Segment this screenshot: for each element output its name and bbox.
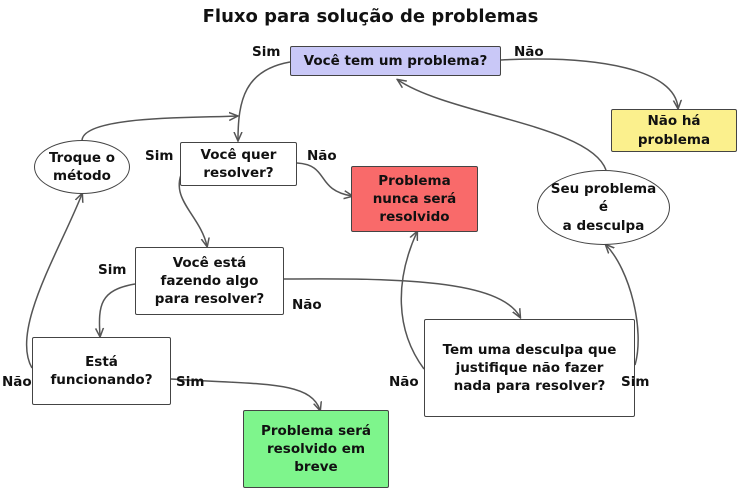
node-want: Você quer resolver?	[180, 142, 297, 186]
edge-label-want-yes: Sim	[145, 148, 174, 164]
edge-label-excuse-yes: Sim	[621, 374, 650, 390]
edge-label-want-no: Não	[307, 148, 337, 164]
node-your-problem: Seu problema é a desculpa	[537, 170, 670, 245]
edge-working-yes	[170, 378, 320, 410]
edge-label-excuse-no: Não	[389, 374, 419, 390]
edge-start-no	[500, 58, 678, 108]
edge-label-start-no: Não	[514, 44, 544, 60]
diagram-title: Fluxo para solução de problemas	[202, 6, 539, 27]
node-excuse: Tem uma desculpa que justifique não faze…	[424, 319, 635, 417]
node-will-solve: Problema será resolvido em breve	[243, 410, 389, 488]
edge-your-problem	[398, 80, 607, 171]
edge-want-yes	[178, 171, 207, 246]
node-start: Você tem um problema?	[290, 46, 501, 76]
edge-want-no	[296, 162, 352, 196]
edge-excuse-yes	[606, 245, 639, 366]
edge-doing-no	[283, 278, 520, 317]
edge-working-no	[25, 194, 82, 369]
edge-label-doing-yes: Sim	[98, 262, 127, 278]
node-no-problem: Não há problema	[611, 109, 737, 152]
edge-label-working-no: Não	[2, 374, 32, 390]
node-change-method: Troque o método	[34, 140, 130, 194]
edge-excuse-no	[400, 232, 425, 370]
edge-label-start-yes: Sim	[252, 44, 281, 60]
edge-change-method	[81, 116, 237, 141]
edge-start-yes	[238, 61, 291, 140]
edge-label-doing-no: Não	[292, 297, 322, 313]
node-working: Está funcionando?	[32, 337, 171, 405]
edge-doing-yes	[99, 283, 136, 336]
edge-label-working-yes: Sim	[176, 374, 205, 390]
node-doing: Você está fazendo algo para resolver?	[135, 247, 284, 315]
node-never-solved: Problema nunca será resolvido	[351, 166, 478, 232]
